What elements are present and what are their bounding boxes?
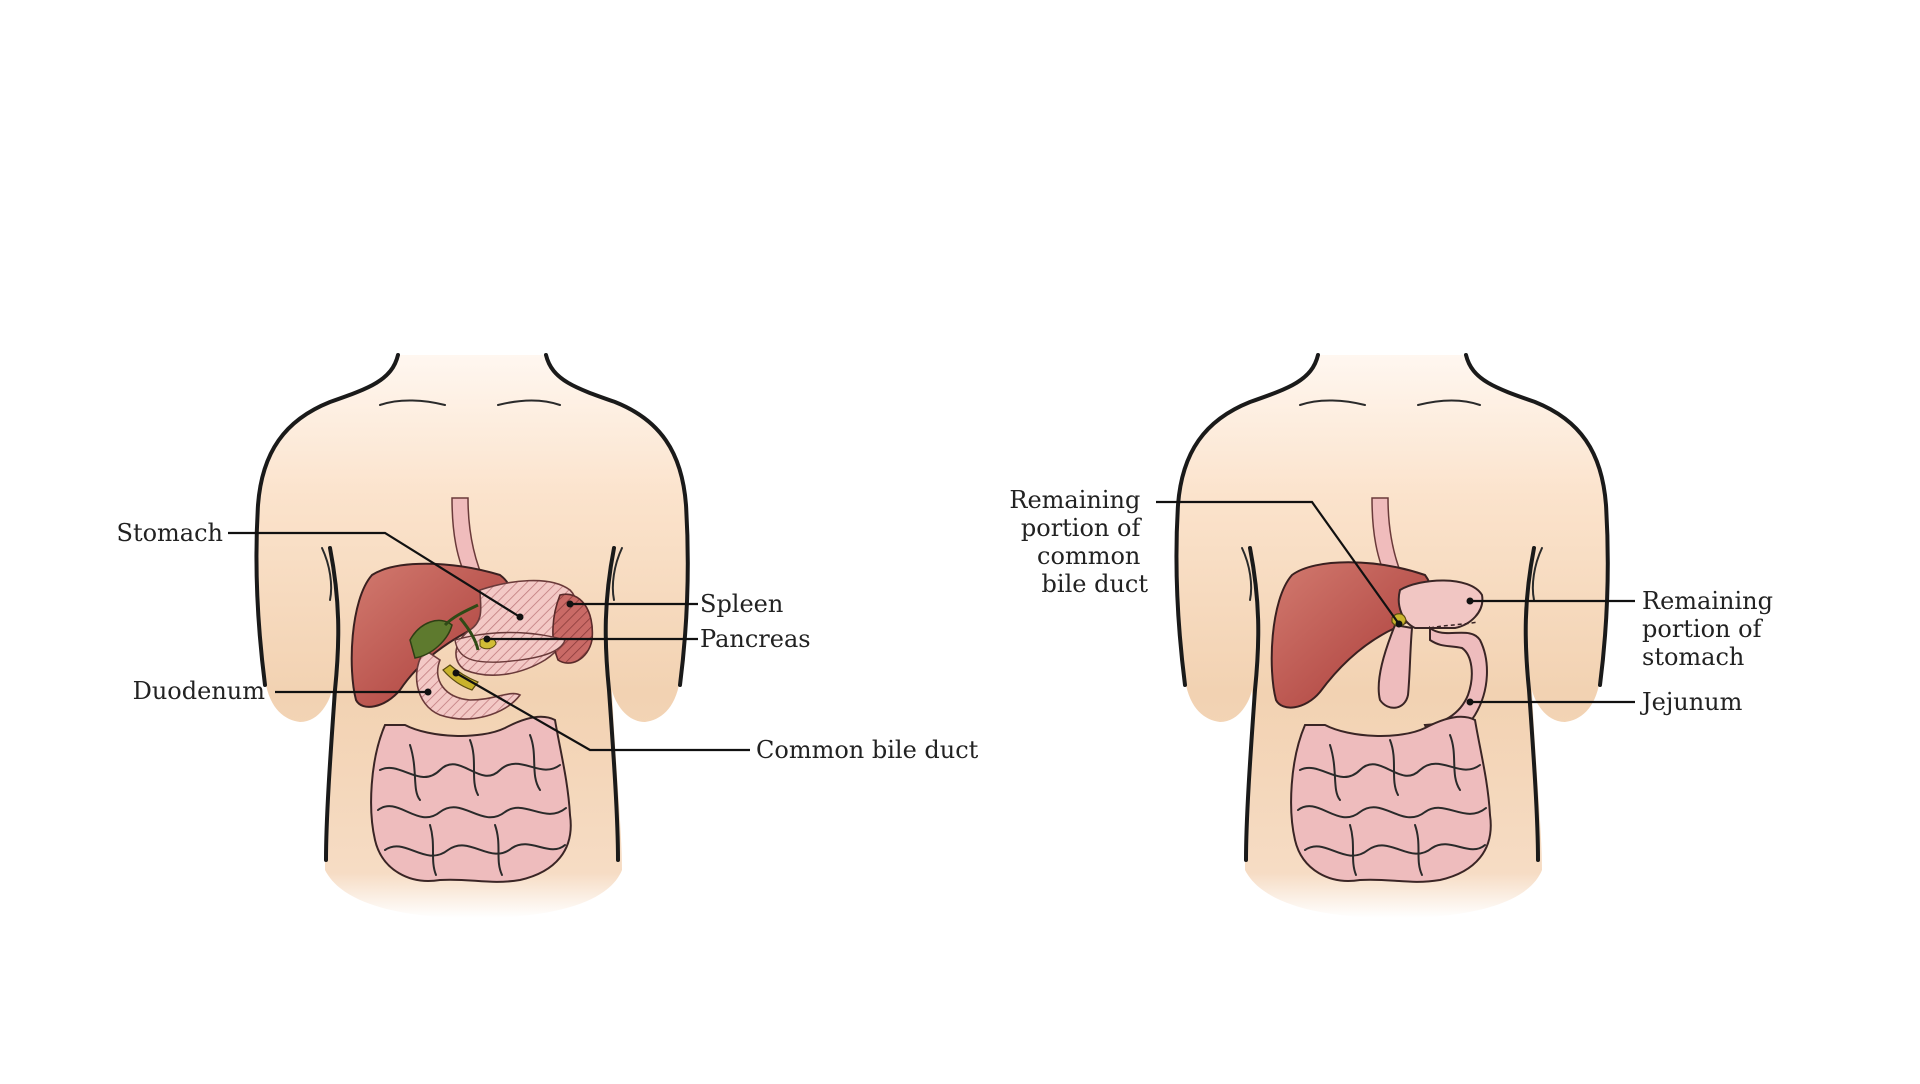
- label-remaining-stomach-line3: stomach: [1642, 643, 1744, 671]
- label-jejunum: Jejunum: [1639, 688, 1743, 716]
- clavicle-left-after: [1299, 399, 1366, 406]
- label-duodenum: Duodenum: [133, 677, 266, 705]
- small-intestine: [370, 715, 572, 883]
- label-remaining-bile-duct-line2: portion of: [1021, 514, 1143, 542]
- chest-line-right-after: [1531, 547, 1543, 601]
- after-surgery-figure: Remaining portion of common bile duct Re…: [1009, 353, 1781, 918]
- bile-duct-limb: [1377, 623, 1414, 709]
- label-remaining-stomach: Remaining portion of stomach: [1642, 587, 1781, 671]
- label-remaining-bile-duct-line3: common: [1037, 542, 1140, 570]
- stomach-staple-line: [1429, 621, 1479, 629]
- small-intestine-after: [1290, 715, 1492, 883]
- gallbladder: [409, 619, 453, 659]
- before-leaders: [228, 531, 750, 752]
- label-common-bile-duct: Common bile duct: [756, 736, 979, 764]
- label-remaining-stomach-line1: Remaining: [1642, 587, 1773, 615]
- torso-outline-left: [254, 353, 400, 687]
- before-surgery-figure: Stomach Spleen Pancreas Duodenum Common …: [117, 353, 979, 918]
- after-leaders: [1156, 500, 1635, 706]
- clavicle-right: [497, 399, 561, 406]
- waist-outline-right-after: [1523, 546, 1540, 862]
- clavicle-right-after: [1417, 399, 1481, 406]
- chest-line-left: [321, 547, 333, 601]
- waist-outline-left-after: [1244, 546, 1261, 862]
- label-spleen: Spleen: [700, 590, 783, 618]
- waist-outline-left: [324, 546, 341, 862]
- clavicle-left: [379, 399, 446, 406]
- label-remaining-bile-duct-line1: Remaining: [1009, 486, 1140, 514]
- duodenum: [415, 648, 522, 720]
- remaining-bile-duct: [1391, 613, 1407, 627]
- label-remaining-bile-duct: Remaining portion of common bile duct: [1009, 486, 1148, 598]
- hepatic-ducts: [443, 603, 480, 651]
- label-remaining-bile-duct-line4: bile duct: [1042, 570, 1149, 598]
- waist-outline-right: [603, 546, 620, 862]
- label-remaining-stomach-line2: portion of: [1642, 615, 1764, 643]
- chest-line-right: [611, 547, 623, 601]
- label-pancreas: Pancreas: [700, 625, 811, 653]
- liver-after: [1270, 561, 1432, 709]
- chest-line-left-after: [1241, 547, 1253, 601]
- torso-outline-right-after: [1464, 353, 1610, 687]
- torso-outline-right: [544, 353, 690, 687]
- label-stomach: Stomach: [117, 519, 224, 547]
- torso-outline-left-after: [1174, 353, 1320, 687]
